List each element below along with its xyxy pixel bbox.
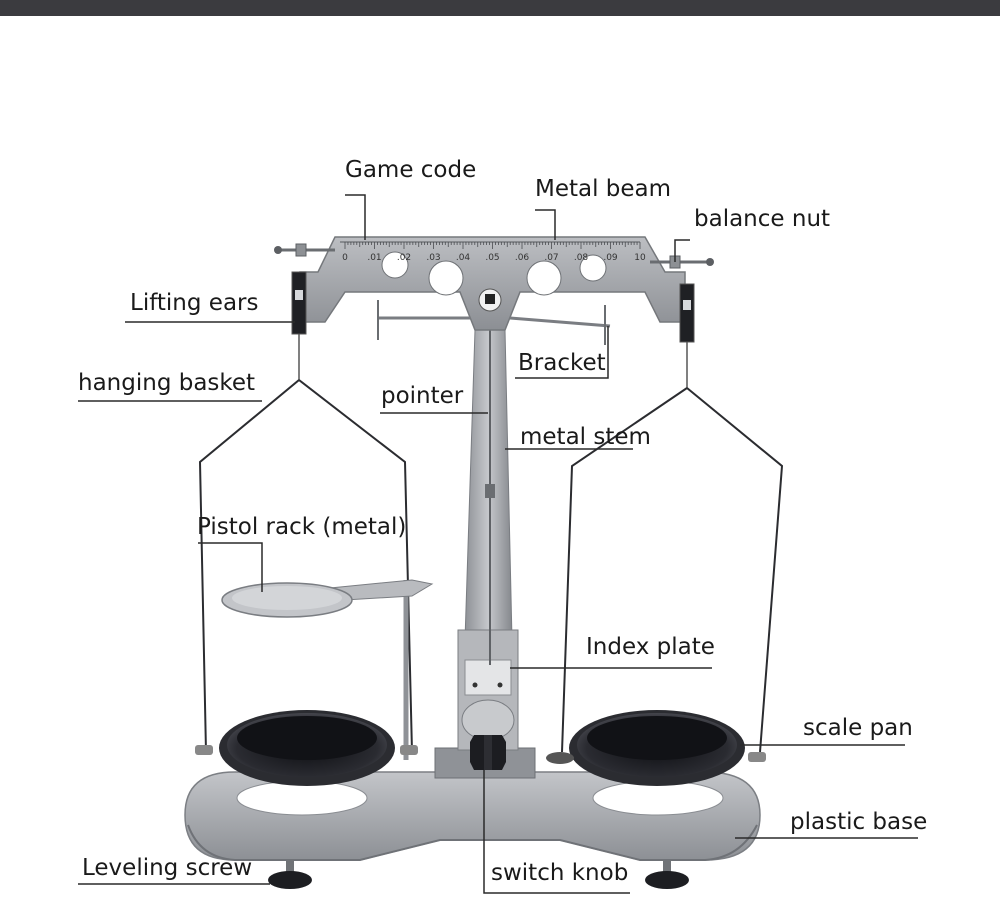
label-balance-nut: balance nut bbox=[694, 206, 831, 232]
lifting-ears-right bbox=[679, 283, 695, 388]
hanging-basket-left bbox=[198, 379, 413, 753]
leader-bracket bbox=[515, 326, 609, 379]
plastic-base bbox=[184, 771, 761, 861]
label-leveling-screw: Leveling screw bbox=[82, 855, 253, 881]
beam-scale-label: .08 bbox=[574, 253, 589, 263]
label-pistol-rack: Pistol rack (metal) bbox=[197, 514, 407, 540]
leader-balance-nut bbox=[674, 239, 690, 262]
scale-pan-left bbox=[195, 710, 418, 786]
leader-switch-knob bbox=[483, 770, 630, 894]
leader-pistol-rack bbox=[198, 542, 263, 592]
leader-lines bbox=[78, 194, 918, 894]
label-lifting-ears: Lifting ears bbox=[130, 290, 259, 316]
scale-pan-right bbox=[546, 710, 766, 786]
pistol-rack bbox=[221, 579, 434, 760]
label-metal-beam: Metal beam bbox=[535, 176, 672, 202]
label-bracket: Bracket bbox=[518, 350, 606, 376]
label-hanging-basket: hanging basket bbox=[78, 370, 256, 396]
lifting-ears-left bbox=[291, 271, 307, 380]
beam-scale-label: .03 bbox=[426, 253, 440, 263]
leader-metal-beam bbox=[535, 209, 556, 240]
leader-game-code bbox=[345, 194, 366, 240]
metal-beam bbox=[299, 236, 686, 331]
beam-scale-label: .07 bbox=[544, 253, 558, 263]
balance-nut-left bbox=[274, 243, 335, 257]
switch-knob bbox=[461, 699, 515, 770]
beam-scale-ticks: 0 .01 .02 .03 .04 .05 .06 .07 .08 .09 10 bbox=[342, 242, 646, 263]
label-switch-knob: switch knob bbox=[491, 860, 629, 886]
pointer-weight bbox=[485, 484, 495, 498]
label-metal-stem: metal stem bbox=[520, 424, 651, 450]
label-pointer: pointer bbox=[381, 383, 464, 409]
index-plate bbox=[464, 659, 512, 696]
beam-scale-label: .06 bbox=[515, 253, 530, 263]
beam-scale-label: 0 bbox=[342, 253, 348, 263]
bracket bbox=[377, 300, 611, 345]
leveling-screw-right bbox=[645, 860, 689, 889]
top-bar bbox=[0, 0, 1000, 16]
beam-scale-label: .04 bbox=[456, 253, 471, 263]
beam-scale-label: .02 bbox=[397, 253, 411, 263]
beam-scale-label: 10 bbox=[634, 253, 646, 263]
leveling-screw-left bbox=[268, 860, 312, 889]
label-scale-pan: scale pan bbox=[803, 715, 913, 741]
beam-scale-label: .09 bbox=[603, 253, 618, 263]
label-plastic-base: plastic base bbox=[790, 809, 928, 835]
beam-scale-label: .05 bbox=[485, 253, 499, 263]
label-index-plate: Index plate bbox=[586, 634, 715, 660]
beam-scale-label: .01 bbox=[367, 253, 381, 263]
label-game-code: Game code bbox=[345, 157, 477, 183]
hanging-basket-right bbox=[561, 387, 784, 753]
